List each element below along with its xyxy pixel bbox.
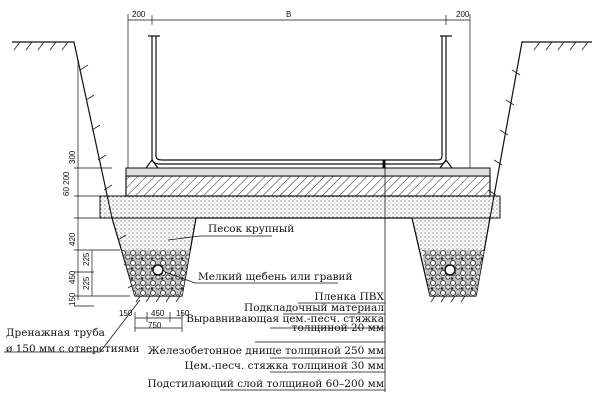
label-screed-line1: Выравнивающая цем.-песч. стяжка xyxy=(186,313,384,325)
label-gravel: Мелкий щебень или гравий xyxy=(198,271,353,283)
leader-lines xyxy=(4,160,386,392)
left-drain-pipe xyxy=(152,264,164,276)
label-base: Подстилающий слой толщиной 60–200 мм xyxy=(147,378,384,390)
dim-420: 420 xyxy=(68,232,77,246)
dim-top-left: 200 xyxy=(132,10,146,19)
dim-bottom-150a: 150 xyxy=(119,309,133,318)
label-drain-line1: Дренажная труба xyxy=(6,327,105,339)
dim-300: 300 xyxy=(68,150,77,164)
dim-bottom-750: 750 xyxy=(148,321,162,330)
right-drain-pipe xyxy=(444,264,456,276)
pool-walls xyxy=(127,14,471,169)
sand-base-layer xyxy=(99,195,501,219)
dim-top-right: 200 xyxy=(456,10,470,19)
dim-450: 450 xyxy=(68,270,77,284)
screed-layers xyxy=(125,167,491,177)
label-underlay: Подкладочный материал xyxy=(244,302,384,314)
dim-bottom-150b: 150 xyxy=(176,309,190,318)
label-screed-line2: толщиной 20 мм xyxy=(291,322,384,334)
label-drain-line2: ø 150 мм с отверстиями xyxy=(6,343,140,355)
dim-225a: 225 xyxy=(82,252,91,266)
dim-bottom-450: 450 xyxy=(151,309,165,318)
label-slab: Железобетонное днище толщиной 250 мм xyxy=(147,345,384,357)
earth-hatching xyxy=(13,41,589,303)
dim-225b: 225 xyxy=(82,276,91,290)
label-sand: Песок крупный xyxy=(208,223,295,235)
dim-150: 150 xyxy=(68,292,77,306)
label-pvc: Пленка ПВХ xyxy=(314,291,384,303)
dimension-lines xyxy=(74,15,470,332)
dim-top-center: В xyxy=(286,10,292,19)
label-screed30: Цем.-песч. стяжка толщиной 30 мм xyxy=(184,360,384,372)
concrete-slab xyxy=(125,175,491,197)
dim-60-200: 60 200 xyxy=(62,171,71,196)
